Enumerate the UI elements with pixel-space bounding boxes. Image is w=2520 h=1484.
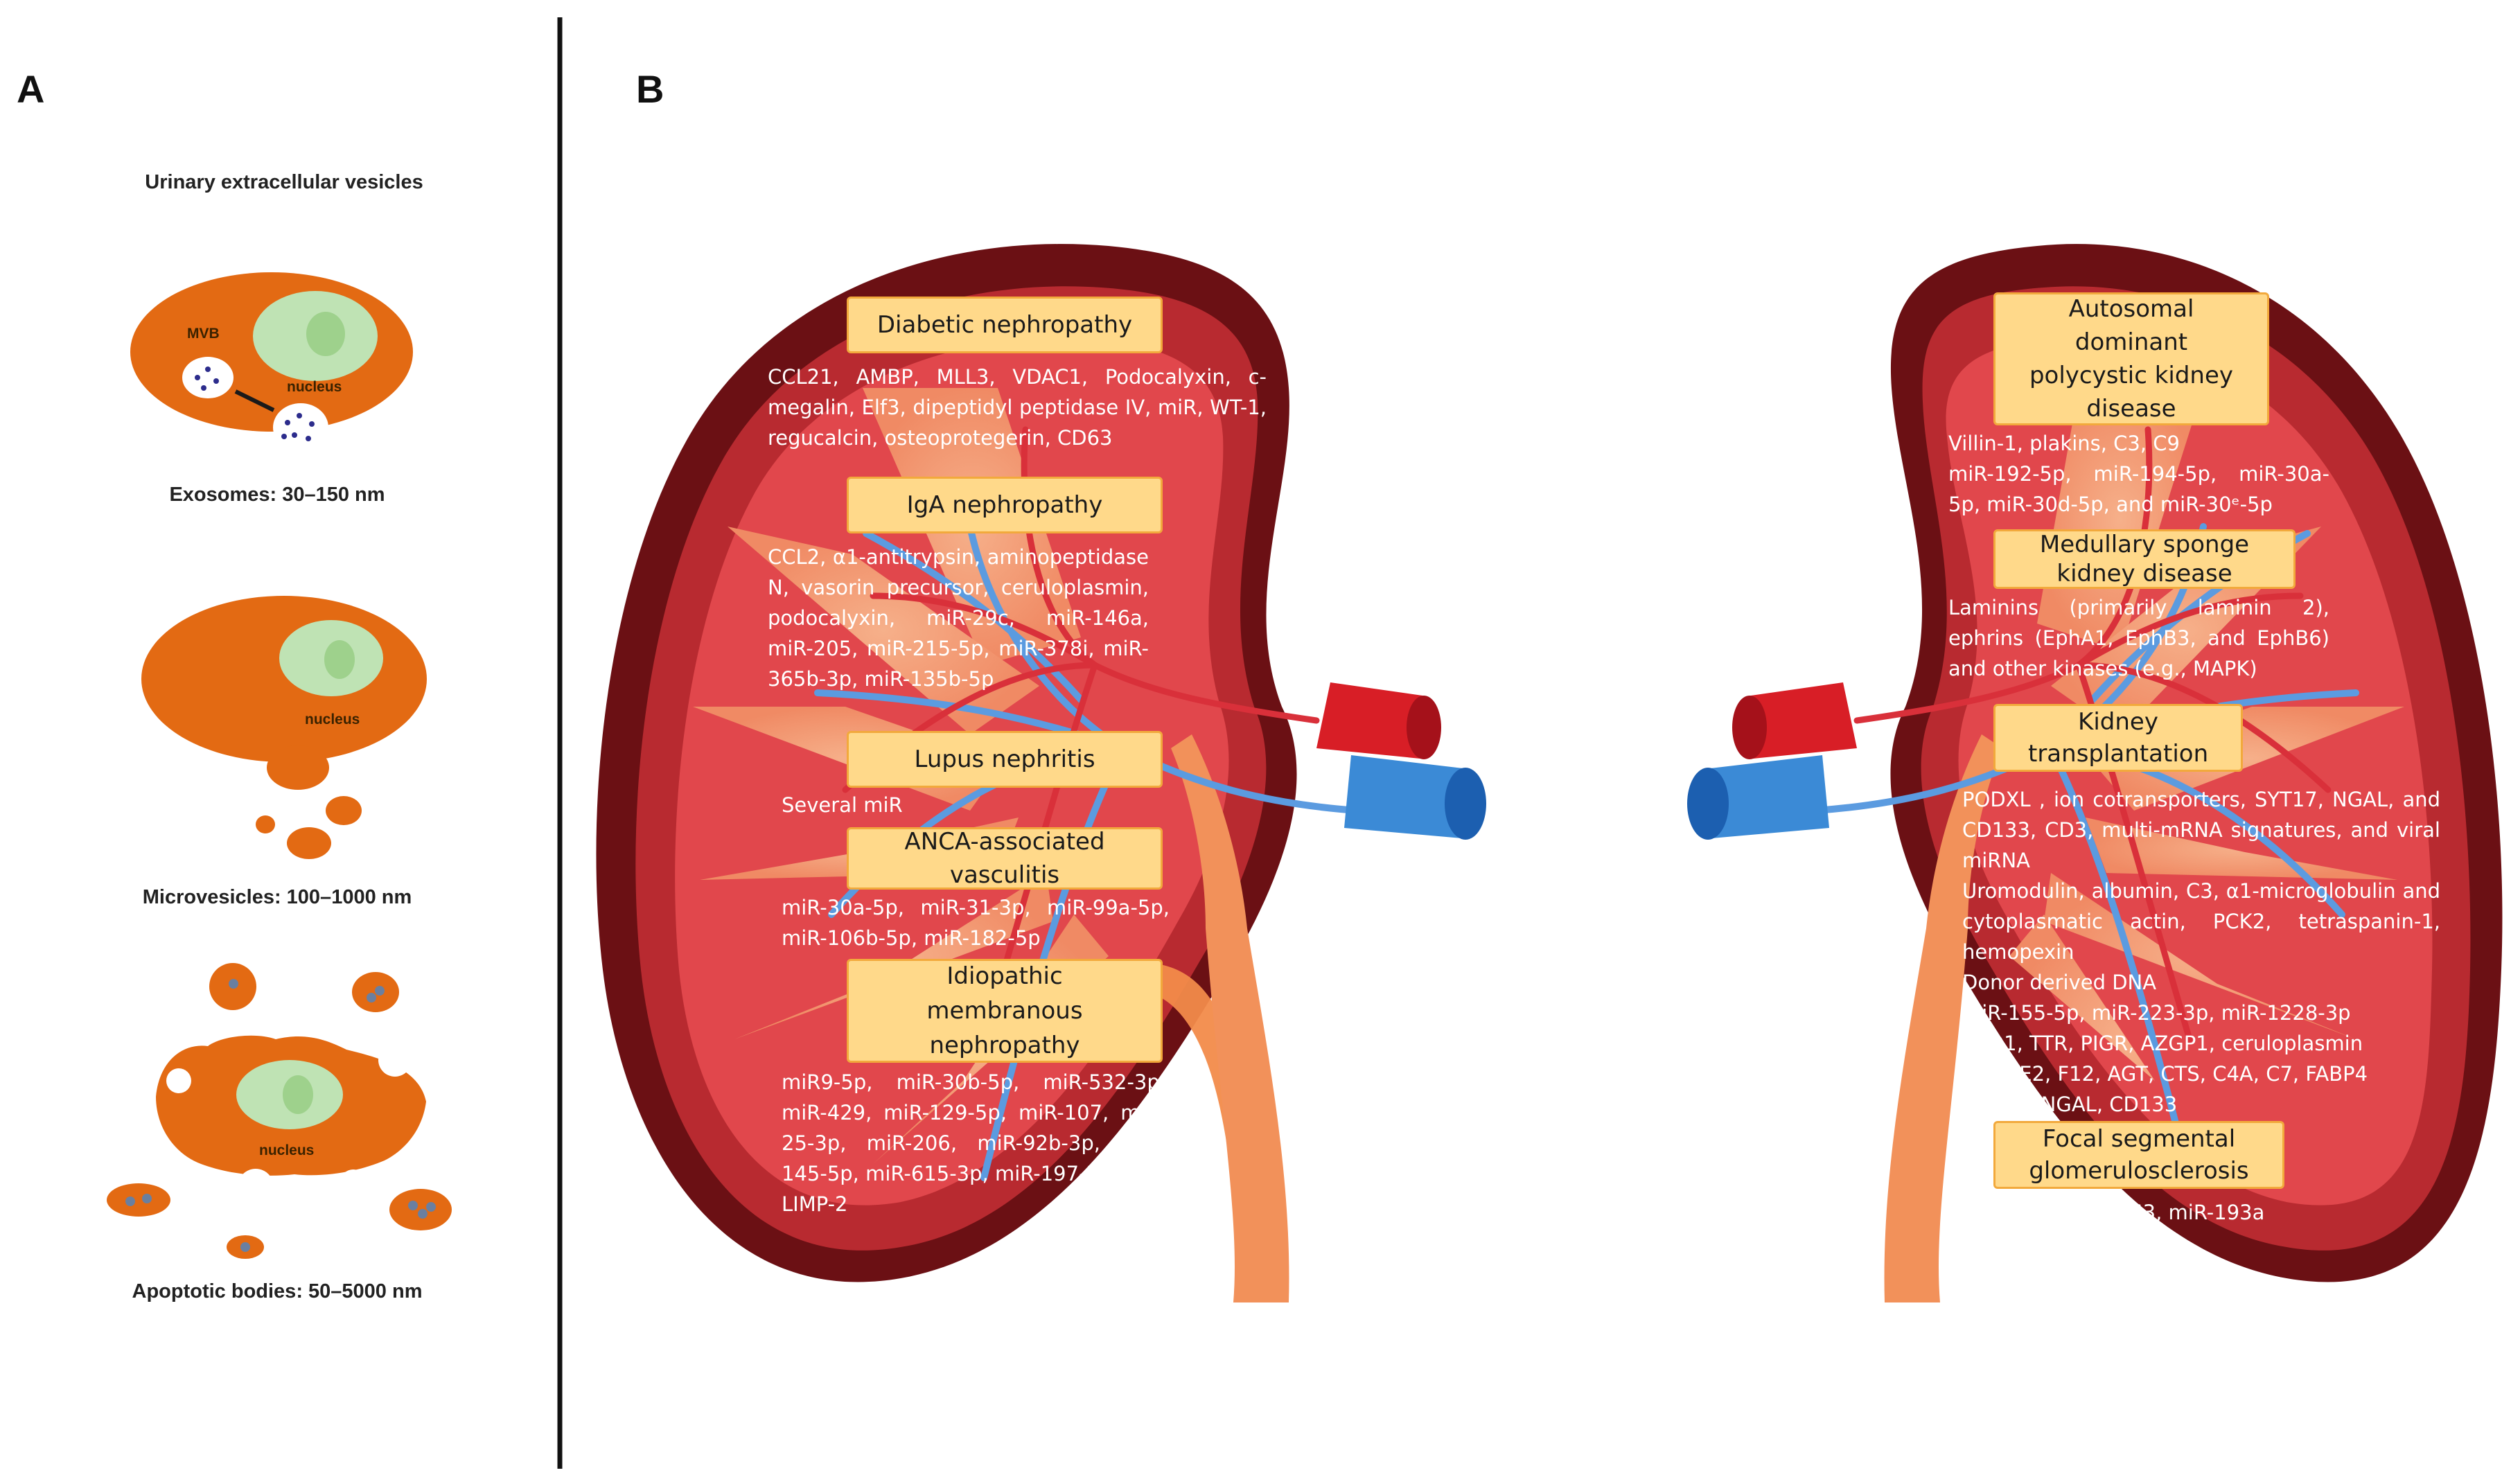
disease-box-iga-nephropathy: IgA nephropathy <box>847 477 1163 533</box>
marker-text: PODXL , ion cotransporters, SYT17, NGAL,… <box>1962 788 2440 872</box>
apoptotic-illustration <box>107 963 452 1259</box>
marker-text: Villin-1, plakins, C3, C9 <box>1948 432 2180 455</box>
apoptotic-nucleus-label: nucleus <box>259 1142 315 1158</box>
exosome-illustration <box>130 272 413 452</box>
disease-label: Lupus nephritis <box>914 745 1095 773</box>
apoptotic-caption: Apoptotic bodies: 50–5000 nm <box>132 1280 423 1302</box>
disease-label: Autosomal dominant polycystic kidney dis… <box>2029 295 2234 423</box>
markers-medullary-sponge-kidney: Laminins (primarily laminin 2), ephrins … <box>1948 592 2329 684</box>
marker-text: WT-1 <box>1962 1231 2013 1255</box>
panel-a-letter: A <box>17 67 45 111</box>
disease-label: ANCA-associated vasculitis <box>904 828 1105 889</box>
disease-box-anca-vasculitis: ANCA-associated vasculitis <box>847 827 1163 890</box>
marker-text: Several miR <box>782 793 903 817</box>
disease-label: Diabetic nephropathy <box>876 311 1133 339</box>
disease-box-adpkd: Autosomal dominant polycystic kidney dis… <box>1993 292 2269 425</box>
panel-a-title: Urinary extracellular vesicles <box>145 171 423 193</box>
disease-box-diabetic-nephropathy: Diabetic nephropathy <box>847 297 1163 353</box>
markers-diabetic-nephropathy: CCL21, AMBP, MLL3, VDAC1, Podocalyxin, c… <box>768 362 1267 453</box>
markers-fsgs: miR-1915, miR-663, miR-193a WT-1 <box>1962 1197 2309 1258</box>
marker-text: miR-1915, miR-663, miR-193a <box>1962 1201 2265 1224</box>
marker-text: BPNT1, NGAL, CD133 <box>1962 1093 2178 1116</box>
markers-membranous-nephropathy: miR9-5p, miR-30b-5p, miR-532-3p, miR-429… <box>782 1067 1166 1219</box>
marker-text: APO1, TTR, PIGR, AZGP1, ceruloplasmin <box>1962 1032 2363 1055</box>
marker-text: Uromodulin, albumin, C3, α1-microglobuli… <box>1962 879 2440 964</box>
disease-label: Kidney transplantation <box>2028 708 2209 768</box>
marker-text: miR-155-5p, miR-223-3p, miR-1228-3p <box>1962 1001 2351 1025</box>
disease-box-membranous-nephropathy: Idiopathic membranous nephropathy <box>847 959 1163 1063</box>
marker-text: miR9-5p, miR-30b-5p, miR-532-3p, miR-429… <box>782 1070 1166 1185</box>
disease-box-lupus-nephritis: Lupus nephritis <box>847 731 1163 788</box>
disease-label: Idiopathic membranous nephropathy <box>926 962 1083 1059</box>
markers-kidney-transplantation: PODXL , ion cotransporters, SYT17, NGAL,… <box>1962 784 2440 1120</box>
microvesicle-caption: Microvesicles: 100–1000 nm <box>142 886 412 908</box>
markers-iga-nephropathy: CCL2, α1-antitrypsin, aminopeptidase N, … <box>768 542 1149 694</box>
disease-label: Medullary sponge kidney disease <box>2039 531 2250 588</box>
markers-adpkd: Villin-1, plakins, C3, C9 miR-192-5p, mi… <box>1948 428 2329 520</box>
marker-text: DNASE2, F12, AGT, CTS, C4A, C7, FABP4 <box>1962 1062 2368 1086</box>
microvesicle-illustration <box>141 596 427 859</box>
markers-lupus-nephritis: Several miR <box>782 790 1128 820</box>
marker-text: CCL21, AMBP, MLL3, VDAC1, Podocalyxin, c… <box>768 365 1267 450</box>
marker-text: LIMP-2 <box>782 1192 848 1216</box>
marker-text: miR-30a-5p, miR-31-3p, miR-99a-5p, miR-1… <box>782 896 1170 950</box>
panel-b-letter: B <box>636 67 664 111</box>
mvb-label: MVB <box>187 326 220 342</box>
markers-anca-vasculitis: miR-30a-5p, miR-31-3p, miR-99a-5p, miR-1… <box>782 892 1170 953</box>
microvesicle-nucleus-label: nucleus <box>305 712 360 727</box>
disease-label: Focal segmental glomerulosclerosis <box>2029 1125 2249 1185</box>
marker-text: miR-192-5p, miR-194-5p, miR-30a-5p, miR-… <box>1948 462 2329 516</box>
marker-text: Laminins (primarily laminin 2), ephrins … <box>1948 596 2329 680</box>
disease-box-kidney-transplantation: Kidney transplantation <box>1993 704 2243 772</box>
marker-text: CCL2, α1-antitrypsin, aminopeptidase N, … <box>768 545 1149 691</box>
exosome-caption: Exosomes: 30–150 nm <box>169 484 385 506</box>
exosome-nucleus-label: nucleus <box>287 379 342 395</box>
marker-text: Donor derived DNA <box>1962 971 2157 994</box>
disease-box-medullary-sponge-kidney: Medullary sponge kidney disease <box>1993 529 2296 589</box>
disease-box-fsgs: Focal segmental glomerulosclerosis <box>1993 1121 2284 1189</box>
disease-label: IgA nephropathy <box>906 491 1103 519</box>
